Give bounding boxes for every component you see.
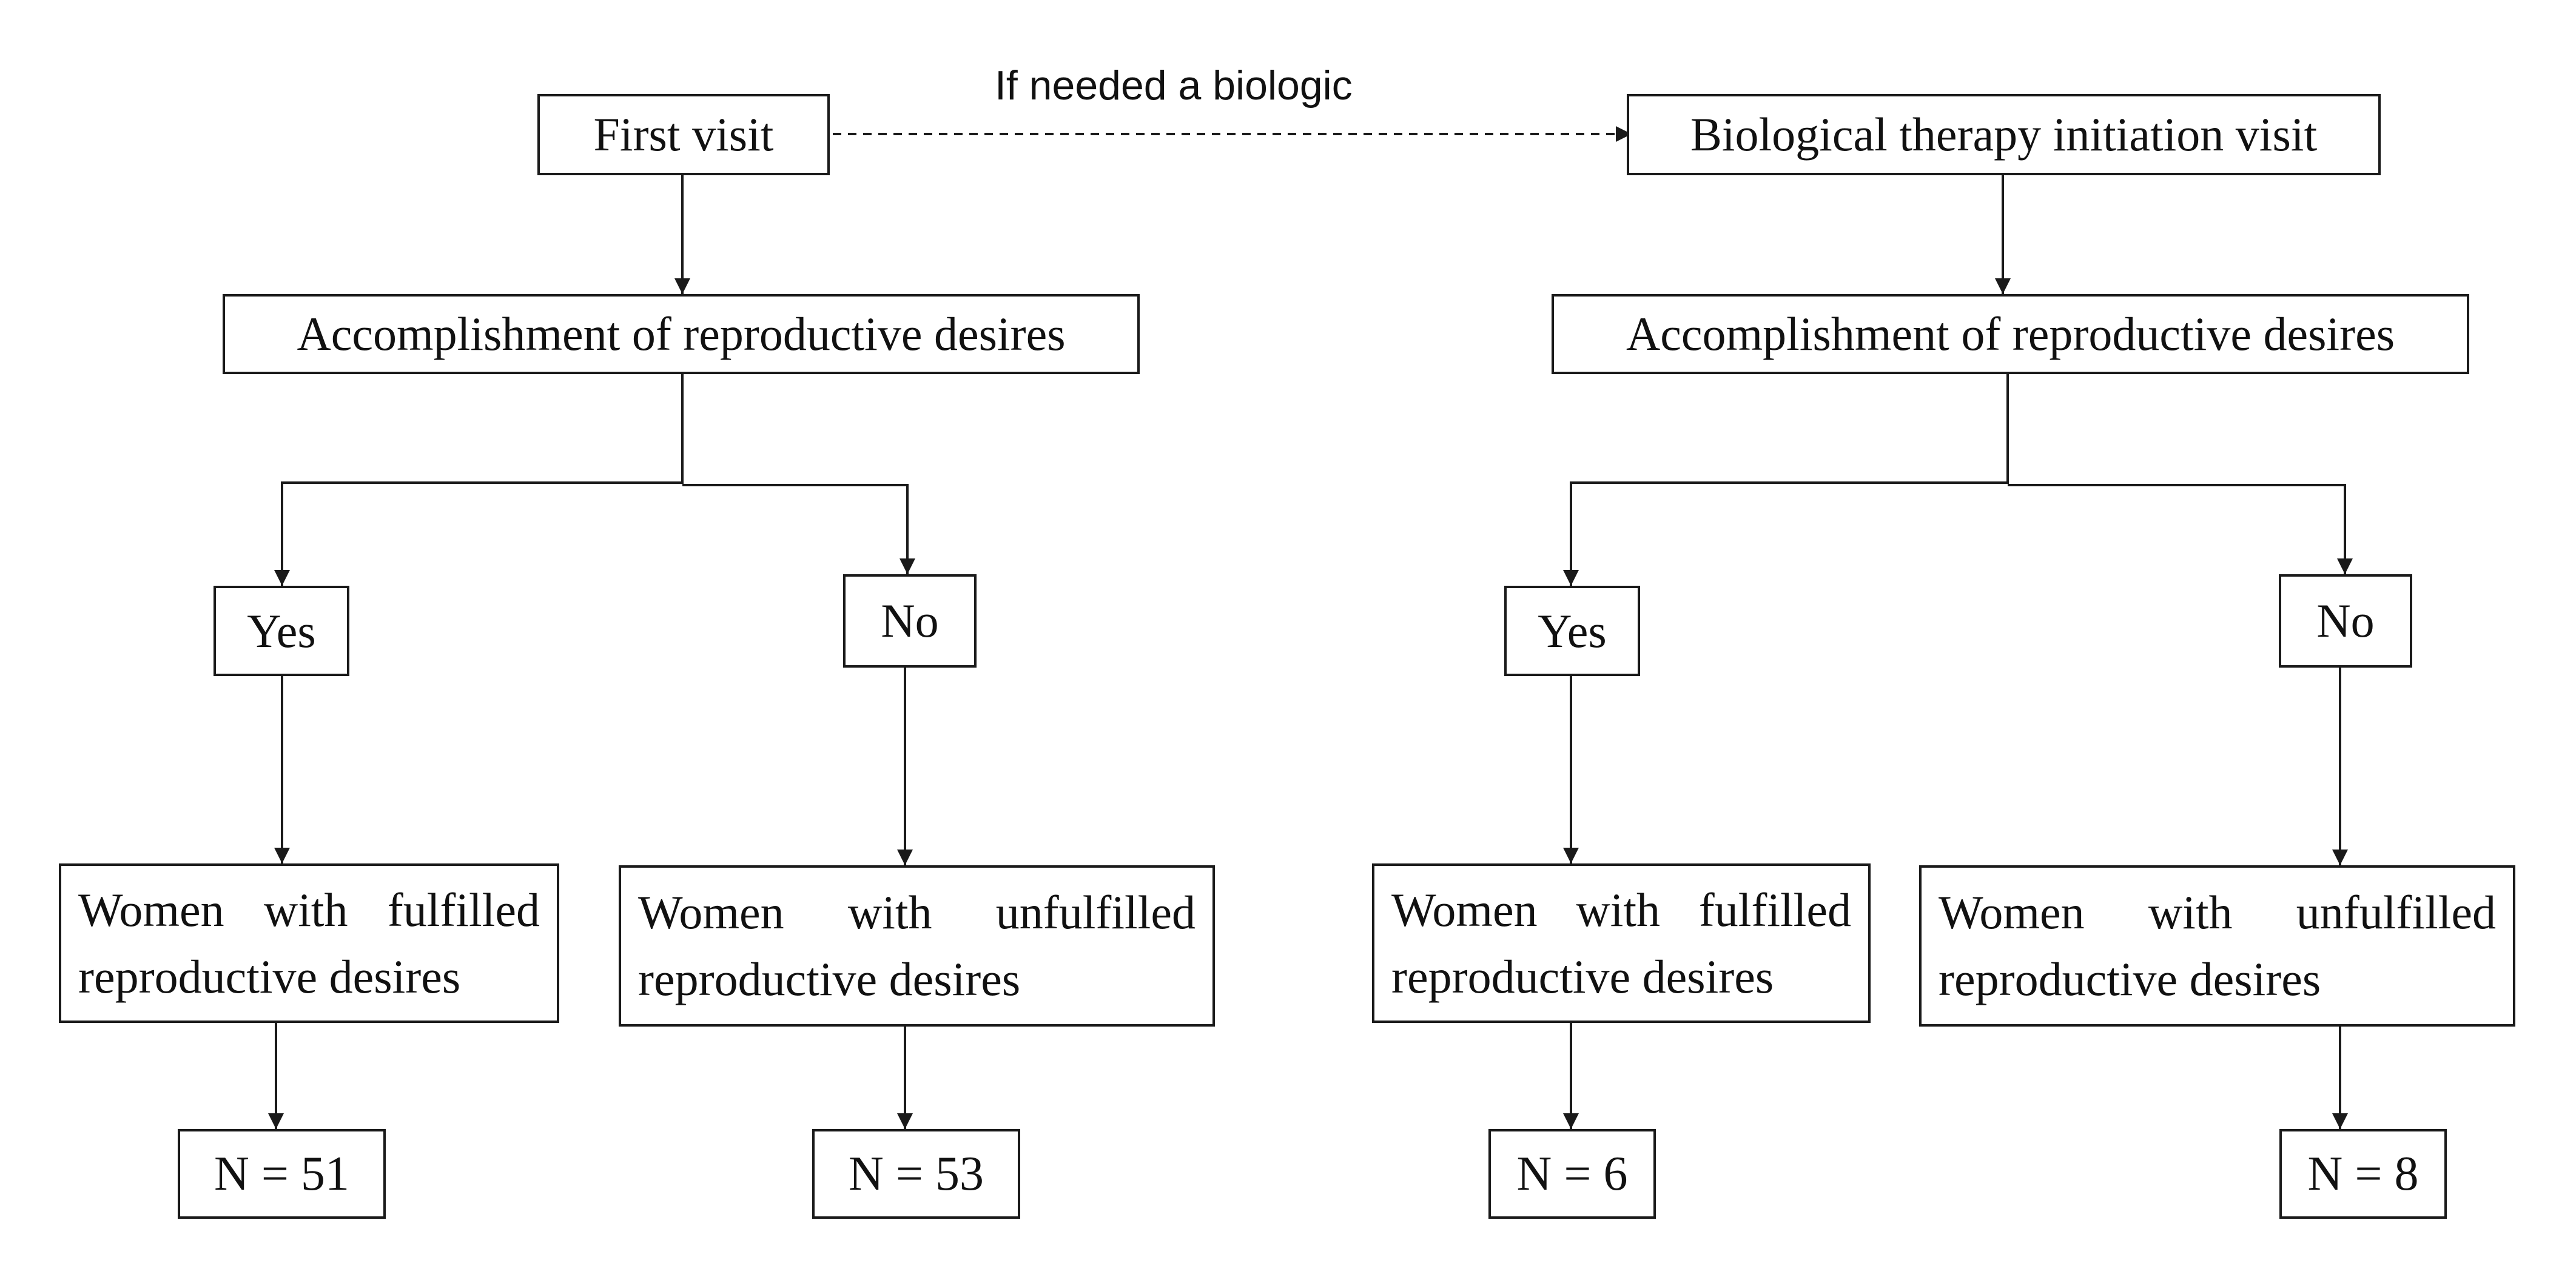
word: Women: [78, 883, 224, 936]
split-right-yes: [1563, 481, 2008, 586]
right-fulfilled-line1: Women with fulfilled: [1391, 877, 1851, 944]
node-right-count-no: N = 8: [2279, 1129, 2447, 1219]
word: with: [2148, 886, 2233, 939]
node-left-yes: Yes: [214, 586, 349, 676]
node-left-no: No: [843, 574, 977, 668]
node-biologic-initiation: Biological therapy initiation visit: [1627, 94, 2381, 175]
split-left-yes: [274, 481, 682, 586]
node-right-no: No: [2279, 574, 2412, 668]
word: with: [847, 886, 932, 939]
right-unfulfilled-line2: reproductive desires: [1939, 953, 2321, 1005]
word: unfulfilled: [2296, 886, 2496, 939]
node-right-count-yes: N = 6: [1488, 1129, 1656, 1219]
split-left-no: [682, 484, 915, 574]
word: with: [1576, 883, 1661, 936]
left-unfulfilled-line1: Women with unfulfilled: [638, 879, 1196, 946]
node-right-unfulfilled: Women with unfulfilled reproductive desi…: [1919, 865, 2515, 1027]
word: unfulfilled: [995, 886, 1196, 939]
right-unfulfilled-line1: Women with unfulfilled: [1939, 879, 2496, 946]
node-left-question: Accomplishment of reproductive desires: [223, 294, 1140, 374]
node-left-count-no: N = 53: [812, 1129, 1020, 1219]
node-left-count-yes: N = 51: [178, 1129, 386, 1219]
left-fulfilled-line1: Women with fulfilled: [78, 877, 540, 944]
node-first-visit: First visit: [537, 94, 830, 175]
left-fulfilled-line2: reproductive desires: [78, 950, 461, 1003]
left-unfulfilled-line2: reproductive desires: [638, 953, 1021, 1005]
split-right-no: [2008, 484, 2353, 574]
node-right-fulfilled: Women with fulfilled reproductive desire…: [1372, 863, 1871, 1023]
word: Women: [1939, 886, 2085, 939]
node-right-question: Accomplishment of reproductive desires: [1552, 294, 2469, 374]
edge-label-if-needed-biologic: If needed a biologic: [995, 62, 1353, 109]
node-right-yes: Yes: [1504, 586, 1640, 676]
right-fulfilled-line2: reproductive desires: [1391, 950, 1774, 1003]
node-left-unfulfilled: Women with unfulfilled reproductive desi…: [619, 865, 1215, 1027]
word: Women: [638, 886, 784, 939]
word: fulfilled: [387, 883, 540, 936]
word: Women: [1391, 883, 1538, 936]
word: fulfilled: [1698, 883, 1851, 936]
node-left-fulfilled: Women with fulfilled reproductive desire…: [59, 863, 559, 1023]
word: with: [263, 883, 348, 936]
